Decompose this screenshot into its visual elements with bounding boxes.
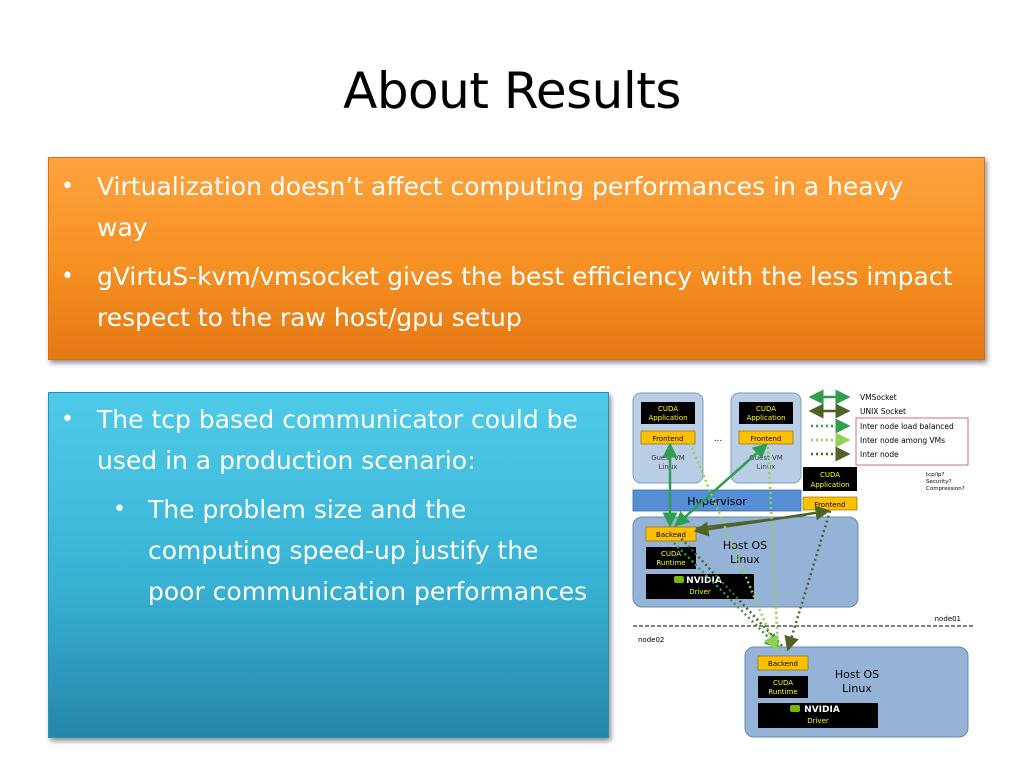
- architecture-diagram-svg: CUDA Application Frontend Guest VM Linux…: [632, 389, 973, 738]
- guest2-os-line2: Linux: [757, 463, 776, 471]
- detail-sub-bullet: • The problem size and the computing spe…: [59, 489, 599, 612]
- legend-unix-socket: UNIX Socket: [860, 407, 906, 416]
- detail-sub-bullet-text: The problem size and the computing speed…: [148, 495, 588, 606]
- guest-vm-1: CUDA Application Frontend Guest VM Linux: [632, 392, 704, 484]
- host1-driver-label: Driver: [689, 588, 711, 596]
- host1-runtime-line2: Runtime: [656, 559, 685, 567]
- inter-vm-arrow: [688, 442, 779, 652]
- host2-runtime-line2: Runtime: [768, 688, 797, 696]
- guest-ellipsis: ...: [714, 434, 723, 444]
- bullet-dot-icon: •: [61, 407, 74, 432]
- slide-title: About Results: [343, 62, 681, 120]
- legend-vmsocket: VMSocket: [860, 393, 897, 402]
- node02-label: node02: [638, 636, 664, 644]
- nvidia-logo-icon: [790, 705, 800, 712]
- host2-os-line1: Host OS: [835, 668, 879, 681]
- bullet-dot-icon: •: [61, 174, 74, 199]
- host1-os-line1: Host OS: [723, 539, 767, 552]
- blue-detail-box: • The tcp based communicator could be us…: [48, 392, 609, 738]
- remote-frontend-label: Frontend: [815, 501, 846, 509]
- host2-driver-label: Driver: [807, 717, 829, 725]
- host2-os-line2: Linux: [842, 682, 872, 695]
- host1-driver-brand: NVIDIA: [686, 576, 722, 586]
- host1-backend-label: Backend: [656, 531, 686, 539]
- detail-bullet-text: The tcp based communicator could be used…: [97, 405, 578, 475]
- guest2-app-line1: CUDA: [756, 405, 776, 413]
- note-line: Security?: [926, 479, 952, 485]
- remote-cuda-application: CUDA Application Frontend: [802, 467, 858, 511]
- host1-runtime-line1: CUDA: [661, 550, 681, 558]
- node01-label: node01: [935, 615, 961, 623]
- summary-bullet-text: Virtualization doesn’t affect computing …: [97, 172, 904, 242]
- guest1-app-line1: CUDA: [658, 405, 678, 413]
- inter-node-arrow: [784, 510, 832, 652]
- host-node02: Backend CUDA Runtime NVIDIA Driver Host …: [744, 646, 969, 738]
- remote-app-line2: Application: [810, 481, 849, 489]
- orange-summary-box: • Virtualization doesn’t affect computin…: [48, 157, 985, 360]
- guest1-app-line2: Application: [648, 414, 687, 422]
- note-line: Compression?: [926, 486, 965, 492]
- legend-among-vms: Inter node among VMs: [860, 436, 945, 445]
- legend-inter-node: Inter node: [860, 450, 899, 459]
- guest1-os-line1: Guest VM: [651, 454, 685, 462]
- bullet-dot-icon: •: [61, 264, 74, 289]
- guest2-app-line2: Application: [746, 414, 785, 422]
- guest2-frontend-label: Frontend: [751, 435, 782, 443]
- host2-backend-label: Backend: [768, 660, 798, 668]
- legend-load-balanced: Inter node load balanced: [860, 422, 954, 431]
- legend: VMSocket UNIX Socket Inter node load bal…: [808, 389, 969, 466]
- vmsocket-arrow: [674, 443, 768, 527]
- connection-arrows: [662, 442, 832, 652]
- guest-vm-2: CUDA Application Frontend Guest VM Linux: [730, 392, 802, 484]
- host2-driver-brand: NVIDIA: [804, 705, 840, 715]
- remote-app-line1: CUDA: [820, 471, 840, 479]
- inter-node-arrow: [677, 534, 784, 648]
- guest1-os-line2: Linux: [659, 463, 678, 471]
- detail-bullet: • The tcp based communicator could be us…: [59, 399, 599, 481]
- bullet-dot-icon: •: [113, 497, 126, 522]
- summary-bullet-list: • Virtualization doesn’t affect computin…: [59, 166, 959, 346]
- summary-bullet: • Virtualization doesn’t affect computin…: [59, 166, 959, 248]
- architecture-diagram: CUDA Application Frontend Guest VM Linux…: [628, 385, 978, 745]
- summary-bullet: • gVirtuS-kvm/vmsocket gives the best ef…: [59, 256, 959, 338]
- host1-os-line2: Linux: [730, 553, 760, 566]
- nvidia-logo-icon: [674, 576, 684, 583]
- inter-vm-arrow: [766, 446, 780, 650]
- protocol-notes: tcp/ip? Security? Compression?: [926, 472, 965, 492]
- guest1-frontend-label: Frontend: [653, 435, 684, 443]
- note-line: tcp/ip?: [926, 472, 945, 478]
- detail-bullet-list: • The tcp based communicator could be us…: [59, 399, 599, 612]
- unix-socket-arrow: [695, 514, 807, 529]
- host2-runtime-line1: CUDA: [773, 679, 793, 687]
- summary-bullet-text: gVirtuS-kvm/vmsocket gives the best effi…: [97, 262, 953, 332]
